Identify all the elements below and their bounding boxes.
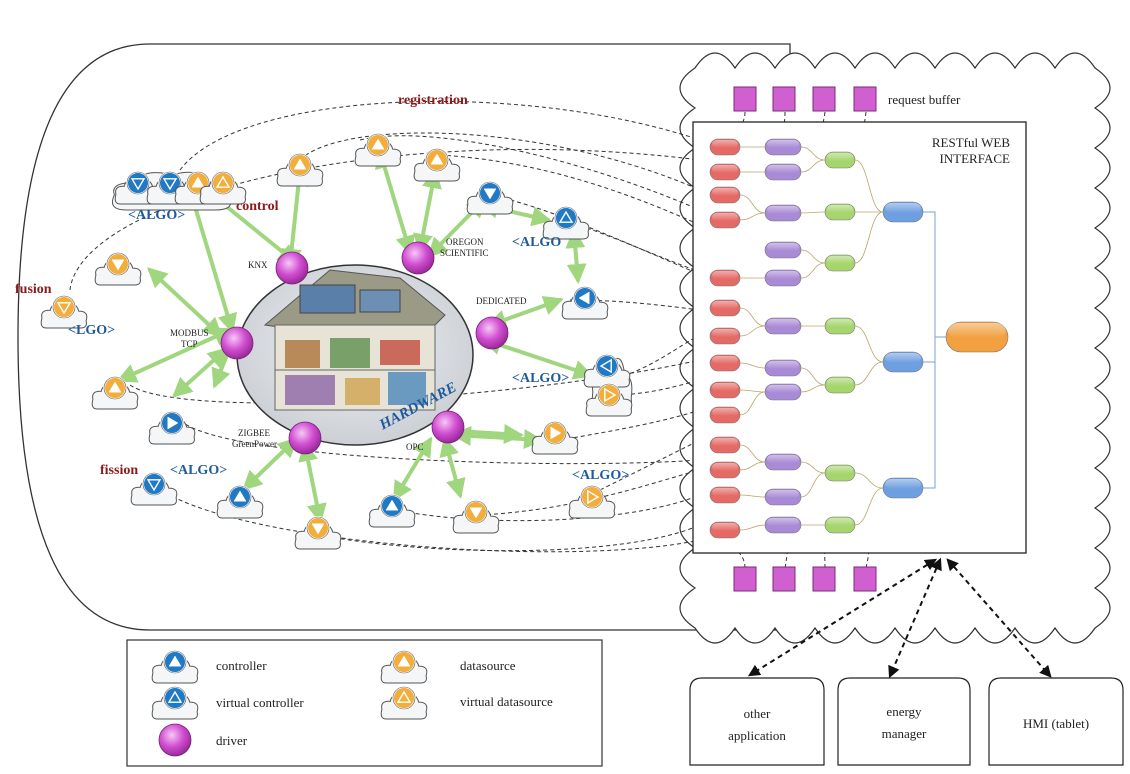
virtual-controller-icon [130, 472, 178, 506]
legend: controller virtual controller driver dat… [126, 639, 603, 767]
virtual-controller-icon [583, 354, 631, 388]
datasource-icon [94, 252, 142, 286]
driver-dedicated [475, 316, 509, 350]
request-buffer-slot [812, 86, 836, 112]
driver-modbus-tcp [220, 326, 254, 360]
svg-text:HMI (tablet): HMI (tablet) [1023, 716, 1089, 731]
datasource-icon [380, 650, 428, 684]
virtual-datasource-icon [380, 686, 428, 720]
legend-virtual-controller: virtual controller [216, 695, 304, 710]
request-buffer-slot [733, 566, 757, 592]
algo-label: <ALGO> [512, 371, 569, 386]
datasource-icon [294, 516, 342, 550]
legend-datasource: datasource [460, 658, 516, 673]
driver-label-modbus: MODBUS [170, 328, 209, 338]
request-buffer-slot [812, 566, 836, 592]
controller-icon [148, 411, 196, 445]
controller-icon [216, 485, 264, 519]
restful-title: RESTful WEB [932, 135, 1010, 150]
request-buffer-slot [733, 86, 757, 112]
algo-label: <ALGO [512, 235, 561, 250]
driver-label-opc: OPC [406, 442, 424, 452]
driver-label-dedicated: DEDICATED [476, 296, 527, 306]
datasource-icon [91, 376, 139, 410]
virtual-controller-icon [151, 686, 199, 720]
algo-label: <ALGO> [170, 463, 227, 478]
virtual-datasource-icon [40, 295, 88, 329]
fission-label: fission [100, 463, 138, 478]
controller-icon [466, 181, 514, 215]
virtual-datasource-icon [199, 171, 247, 205]
request-buffer-slot [772, 566, 796, 592]
legend-virtual-datasource: virtual datasource [460, 694, 553, 709]
datasource-icon [276, 153, 324, 187]
driver-label-zigbee: GreenPower [232, 439, 277, 449]
algo-label: <LGO> [68, 323, 115, 338]
hardware: HARDWARE [236, 264, 474, 446]
legend-driver: driver [216, 733, 248, 748]
client-hmi-tablet: HMI (tablet) [988, 677, 1124, 766]
svg-text:manager: manager [882, 726, 927, 741]
driver-oregon-scientific [401, 241, 435, 275]
request-buffer-slot [853, 86, 877, 112]
fusion-label: fusion [15, 282, 52, 297]
driver-label-modbus: TCP [181, 339, 198, 349]
datasource-icon [413, 148, 461, 182]
restful-web-interface: RESTful WEB INTERFACE [692, 121, 1027, 554]
datasource-icon [452, 500, 500, 534]
request-buffer-slot [772, 86, 796, 112]
driver-opc [431, 410, 465, 444]
registration-label: registration [398, 93, 468, 108]
driver-knx [275, 251, 309, 285]
client-energy-manager: energy manager [837, 677, 971, 766]
restful-title: INTERFACE [939, 151, 1010, 166]
controller-icon [151, 650, 199, 684]
virtual-datasource-icon [568, 485, 616, 519]
controller-icon [368, 494, 416, 528]
virtual-datasource-icon [585, 383, 633, 417]
house-illustration [263, 269, 446, 411]
driver-label-oregon: SCIENTIFIC [440, 248, 489, 258]
svg-text:energy: energy [886, 704, 922, 719]
request-buffer-slot [853, 566, 877, 592]
legend-controller: controller [216, 658, 267, 673]
driver-label-knx: KNX [248, 260, 268, 270]
driver-zigbee-greenpower [288, 421, 322, 455]
driver-label-oregon: OREGON [446, 237, 484, 247]
svg-text:application: application [728, 728, 786, 743]
system-boundary [17, 43, 791, 631]
control-label: control [236, 199, 279, 214]
controller-icon [561, 286, 609, 320]
datasource-icon [531, 421, 579, 455]
svg-text:other: other [744, 706, 771, 721]
driver-label-zigbee: ZIGBEE [238, 428, 270, 438]
virtual-controller-icon [542, 206, 590, 240]
request-buffer-label: request buffer [888, 92, 961, 107]
client-other-application: other application [689, 677, 825, 766]
driver-icon [158, 723, 192, 757]
datasource-icon [354, 133, 402, 167]
algo-label: <ALGO> [128, 208, 185, 223]
algo-label: <ALGO> [572, 468, 629, 483]
